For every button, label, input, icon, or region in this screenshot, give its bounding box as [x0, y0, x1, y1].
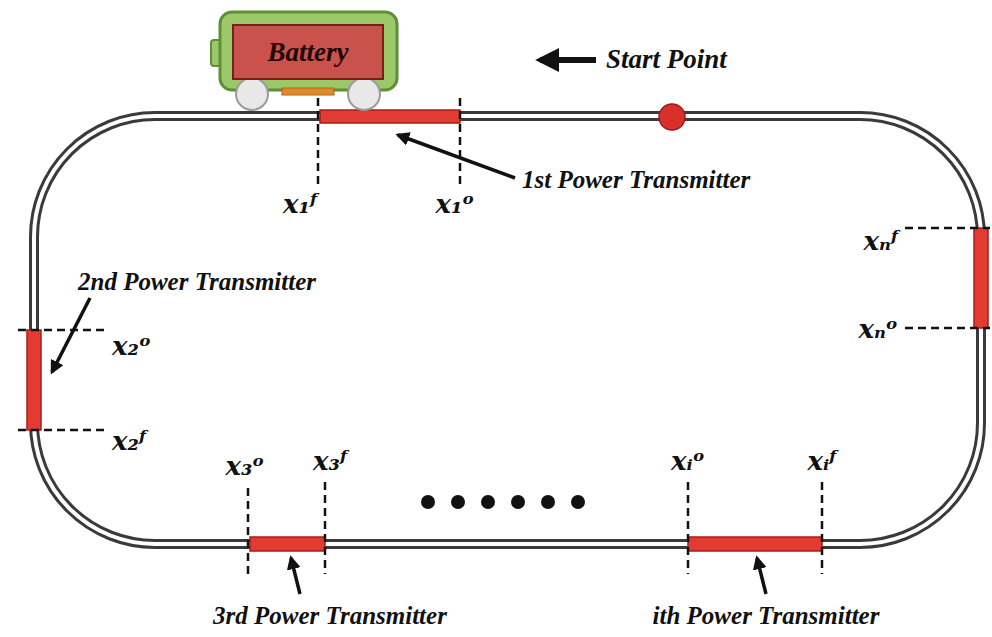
- cart-wheel: [348, 78, 380, 110]
- pointer-arrow: [398, 135, 515, 178]
- cart-body: [220, 12, 397, 90]
- position-variable: x₂ᶠ: [112, 427, 146, 457]
- boundary-line: [821, 482, 824, 574]
- position-variable: x₂ᵒ: [112, 332, 151, 362]
- pointer-arrow: [52, 298, 90, 372]
- boundary-line: [459, 98, 462, 186]
- dot: [421, 495, 435, 509]
- dot: [541, 495, 555, 509]
- boundary-line: [324, 482, 327, 574]
- boundary-line: [247, 488, 250, 574]
- position-variable: xᵢᶠ: [808, 447, 837, 477]
- boundary-lines: [18, 98, 990, 574]
- callout-label: ith Power Transmitter: [653, 602, 880, 631]
- transmitter-bar: [320, 110, 460, 123]
- battery-box: Battery: [232, 24, 384, 80]
- position-variable: x₁ᵒ: [435, 190, 474, 220]
- transmitter-bar: [974, 228, 988, 328]
- pointer-arrow: [540, 57, 596, 63]
- pointer-arrow: [757, 558, 766, 594]
- boundary-line: [905, 327, 990, 330]
- pointer-arrow: [291, 558, 300, 594]
- position-variable: x₁ᶠ: [283, 190, 317, 220]
- position-variable: xᵢᵒ: [671, 447, 705, 477]
- dot: [481, 495, 495, 509]
- dot: [571, 495, 585, 509]
- start-marker: [659, 104, 685, 130]
- track-rail: [34, 116, 981, 544]
- node-text: Battery: [268, 37, 349, 68]
- callout-label: 2nd Power Transmitter: [78, 268, 316, 297]
- callout-label: 1st Power Transmitter: [522, 166, 750, 195]
- dot: [511, 495, 525, 509]
- cart-wheel: [236, 78, 268, 110]
- callout-label: Start Point: [606, 44, 727, 75]
- position-variable: x₃ᶠ: [313, 447, 347, 477]
- boundary-line: [18, 429, 105, 432]
- ellipsis-dots: [421, 495, 585, 509]
- boundary-line: [905, 227, 990, 230]
- position-variable: xₙᶠ: [864, 227, 898, 257]
- callout-label: 3rd Power Transmitter: [213, 602, 447, 631]
- cart-receiver: [282, 88, 334, 95]
- boundary-line: [18, 329, 105, 332]
- boundary-line: [317, 98, 320, 186]
- transmitter-bar: [250, 537, 325, 551]
- position-variable: x₃ᵒ: [225, 452, 264, 482]
- position-variable: xₙᵒ: [858, 315, 898, 345]
- boundary-line: [687, 482, 690, 574]
- transmitter-bar: [688, 537, 822, 551]
- pointer-arrows: [52, 60, 766, 594]
- transmitter-bar: [27, 330, 41, 430]
- dot: [451, 495, 465, 509]
- track-gap: [34, 116, 981, 544]
